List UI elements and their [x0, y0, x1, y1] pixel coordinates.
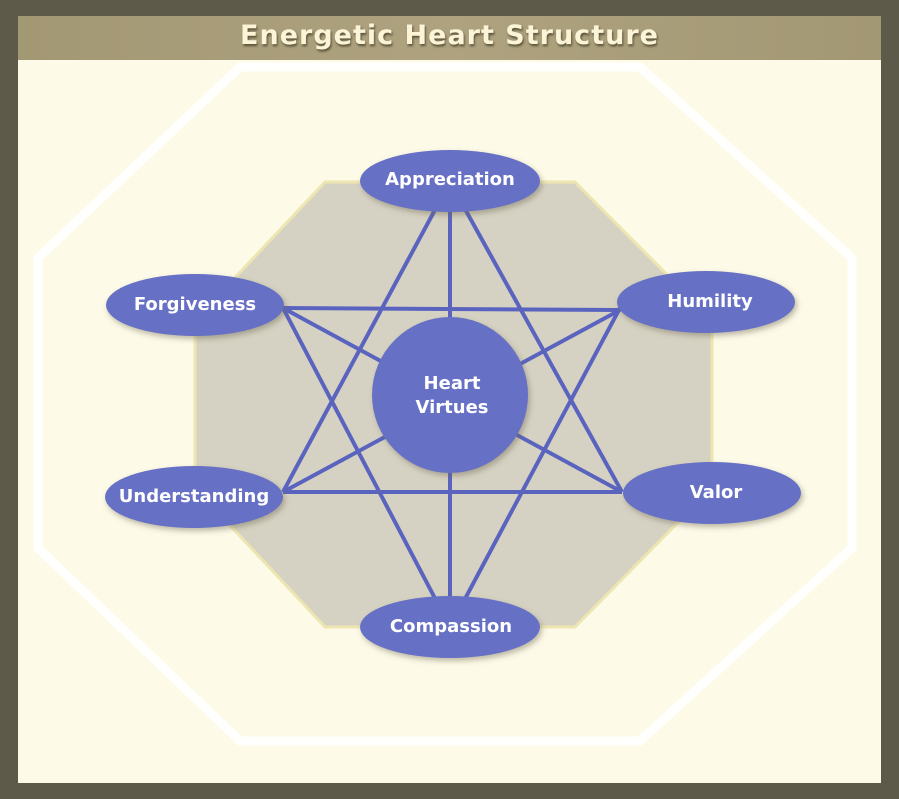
diagram-title: Energetic Heart Structure	[240, 20, 659, 51]
center-node	[372, 317, 528, 473]
outer-octagon-outline	[33, 62, 857, 746]
node-compassion	[360, 596, 540, 658]
line-appreciation-valor	[448, 181, 624, 493]
node-appreciation	[360, 150, 540, 212]
label-appreciation: Appreciation	[385, 169, 515, 190]
title-bar: Energetic Heart Structure	[18, 16, 881, 60]
node-forgiveness	[106, 274, 284, 336]
node-humility	[617, 271, 795, 333]
label-forgiveness: Forgiveness	[134, 294, 256, 315]
line-compassion-forgiveness	[281, 307, 452, 628]
line-appreciation-understanding	[281, 181, 452, 493]
label-understanding: Understanding	[119, 486, 269, 507]
label-humility: Humility	[667, 291, 753, 312]
label-compassion: Compassion	[390, 616, 512, 637]
center-label-line1: Heart	[424, 373, 481, 394]
node-valor	[623, 462, 801, 524]
label-valor: Valor	[690, 482, 743, 503]
node-understanding	[105, 466, 283, 528]
line-compassion-humility	[448, 307, 622, 628]
center-label-line2: Virtues	[415, 397, 488, 418]
